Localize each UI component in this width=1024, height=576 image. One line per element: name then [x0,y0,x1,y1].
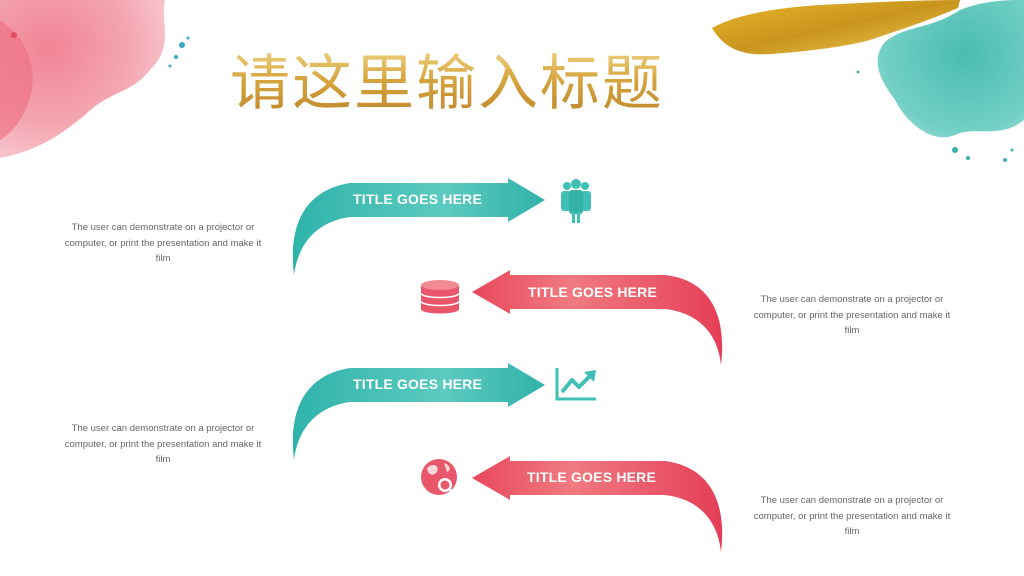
item-4-description: The user can demonstrate on a projector … [753,495,951,537]
growth-chart-icon [555,368,596,401]
arrow-4-label: TITLE GOES HERE [527,469,657,485]
people-icon [561,179,591,223]
item-3-description: The user can demonstrate on a projector … [64,423,262,465]
gold-teal-paint-splash [712,0,1024,162]
arrow-1-shape [292,178,545,275]
globe-search-icon [421,459,460,500]
arrow-3-shape [292,363,545,460]
arrow-1-label: TITLE GOES HERE [353,191,483,207]
arrow-3-label: TITLE GOES HERE [353,376,483,392]
slide-title: 请这里输入标题 [230,44,690,124]
database-icon [420,280,460,314]
pink-paint-splash [0,0,190,158]
arrow-2-label: TITLE GOES HERE [528,284,658,300]
item-2-description: The user can demonstrate on a projector … [753,294,951,336]
arrow-2-shape [472,270,723,365]
arrow-4-shape [472,456,723,552]
item-1-description: The user can demonstrate on a projector … [64,222,262,264]
